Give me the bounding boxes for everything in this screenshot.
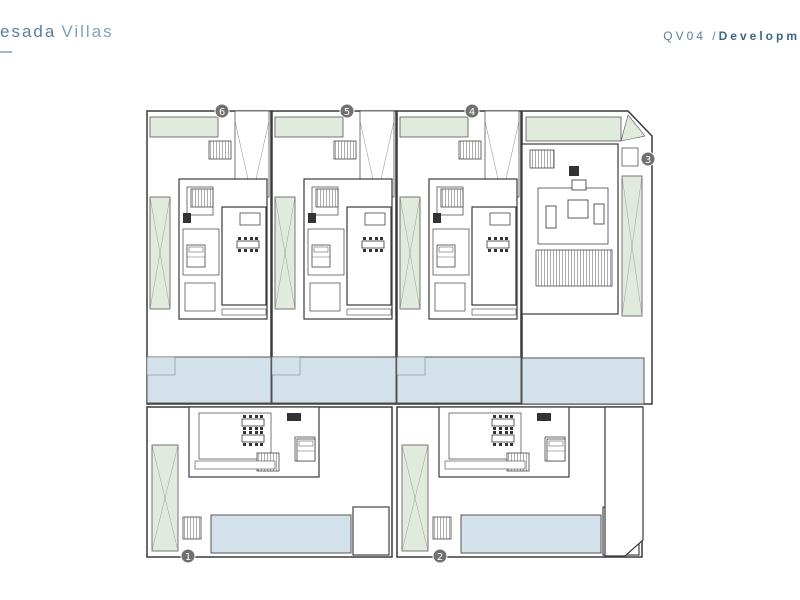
villa-6 bbox=[147, 111, 271, 404]
unit-marker-3: 3 bbox=[640, 151, 656, 167]
svg-text:2: 2 bbox=[437, 552, 443, 563]
svg-text:1: 1 bbox=[185, 552, 191, 563]
brand-suffix: Villas bbox=[61, 22, 114, 41]
svg-text:5: 5 bbox=[344, 107, 350, 118]
villa-3 bbox=[521, 110, 653, 405]
unit-marker-5: 5 bbox=[339, 103, 355, 119]
villa-5 bbox=[272, 111, 396, 404]
section-name: Developm bbox=[718, 29, 800, 43]
svg-text:3: 3 bbox=[645, 155, 651, 166]
title-separator: / bbox=[712, 29, 719, 43]
villa-4 bbox=[397, 111, 521, 404]
unit-marker-1: 1 bbox=[180, 548, 196, 564]
villa-2 bbox=[397, 407, 644, 557]
svg-text:4: 4 bbox=[469, 107, 475, 118]
villa-1 bbox=[147, 407, 392, 557]
brand-underline bbox=[0, 51, 12, 53]
unit-marker-6: 6 bbox=[214, 103, 230, 119]
unit-marker-2: 2 bbox=[432, 548, 448, 564]
svg-text:6: 6 bbox=[219, 107, 225, 118]
brand-name: esada bbox=[0, 22, 57, 41]
project-code: QV04 bbox=[663, 29, 706, 43]
section-title: QV04 /Developm bbox=[663, 29, 800, 43]
unit-marker-4: 4 bbox=[464, 103, 480, 119]
